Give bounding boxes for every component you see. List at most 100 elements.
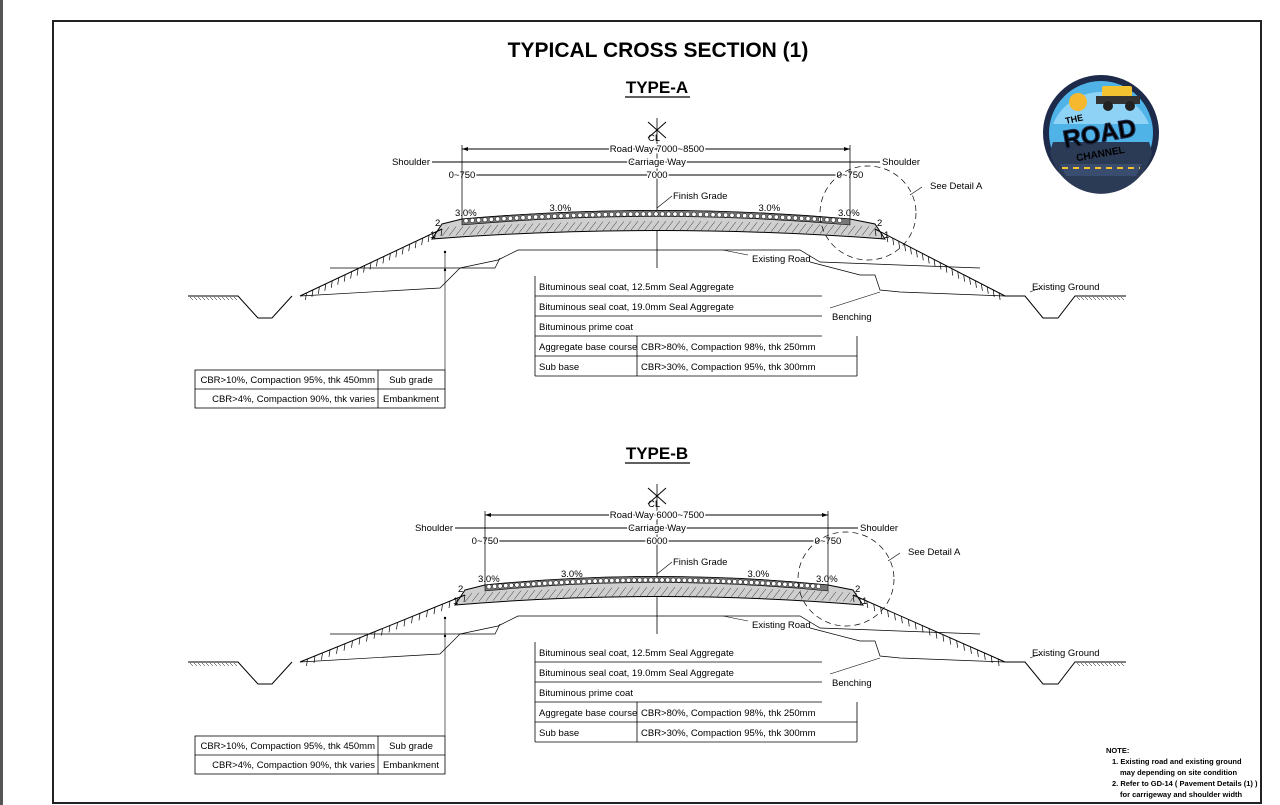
detail-a-circle <box>797 531 895 627</box>
base-hatch <box>520 590 529 600</box>
slope-tick <box>942 634 945 642</box>
base-hatch <box>555 588 564 599</box>
aggregate-stone <box>539 214 545 220</box>
base-hatch <box>763 222 772 232</box>
existing-road-line <box>459 249 981 269</box>
slope-tick <box>927 256 930 264</box>
slope-tick <box>983 652 986 660</box>
existing-road-line <box>459 615 981 635</box>
base-hatch <box>665 220 674 231</box>
aggregate-stone <box>693 577 699 583</box>
aggregate-stone <box>642 577 648 583</box>
existing-ground-leader <box>1029 653 1041 659</box>
base-hatch <box>707 221 716 231</box>
slope-tick <box>421 238 423 246</box>
note-line-3: 2. Refer to GD-14 ( Pavement Details (1)… <box>1112 779 1258 788</box>
base-hatch <box>492 591 501 601</box>
slope-tick <box>321 652 323 660</box>
base-hatch <box>735 221 744 232</box>
roadway-dim-label: Road Way 6000~7500 <box>610 510 704 521</box>
ground-hatch <box>193 662 198 667</box>
benching-right <box>809 261 1006 297</box>
ground-hatch <box>1080 662 1085 667</box>
base-hatch <box>499 591 508 601</box>
base-hatch <box>471 592 480 602</box>
base-hatch <box>609 221 618 231</box>
base-hatch <box>625 587 634 597</box>
aggregate-stone <box>743 579 749 585</box>
aggregate-stone <box>830 217 836 223</box>
slope-tick <box>324 283 327 291</box>
ground-hatch <box>1076 662 1081 667</box>
aggregate-stone <box>811 216 817 222</box>
ground-hatch <box>197 662 202 667</box>
base-hatch <box>679 220 688 231</box>
ground-hatch <box>1096 296 1101 301</box>
pavement-layer-name: Aggregate base course <box>539 342 637 353</box>
aggregate-stone <box>685 211 691 217</box>
pavement-layer-name: Bituminous seal coat, 12.5mm Seal Aggreg… <box>539 648 734 659</box>
slope-tick <box>866 601 869 609</box>
slope-tick <box>901 616 903 624</box>
existing-road-leader <box>722 615 749 622</box>
slope-tick <box>969 277 971 285</box>
aggregate-stone <box>709 578 715 584</box>
aggregate-stone <box>631 577 637 583</box>
slope-tick <box>403 619 406 627</box>
aggregate-stone <box>726 579 732 584</box>
shoulder-label-left: Shoulder <box>415 523 453 534</box>
base-hatch <box>597 587 606 597</box>
base-hatch <box>786 589 795 600</box>
seal-coat-aggregate <box>461 210 851 226</box>
aggregate-stone <box>592 578 598 584</box>
ground-hatch <box>1088 662 1093 667</box>
see-detail-label: See Detail A <box>908 547 961 558</box>
ground-hatch <box>213 662 218 667</box>
slope-tick <box>949 637 952 645</box>
aggregate-stone <box>501 216 507 222</box>
aggregate-stone <box>488 216 494 222</box>
aggregate-stone <box>771 581 777 587</box>
dim-arrow <box>485 513 491 517</box>
aggregate-stone <box>748 580 754 585</box>
base-hatch <box>737 588 746 598</box>
base-hatch <box>576 588 585 598</box>
aggregate-stone <box>626 577 632 583</box>
pavement-layer-name: Bituminous seal coat, 19.0mm Seal Aggreg… <box>539 668 734 679</box>
base-hatch <box>667 586 676 597</box>
batter-v-left: 1 <box>453 596 458 607</box>
aggregate-stone <box>603 578 609 584</box>
slope-tick <box>921 625 924 633</box>
earthwork-spec: CBR>10%, Compaction 95%, thk 450mm <box>200 375 375 386</box>
slope-tick <box>350 271 352 279</box>
slope-tick <box>977 649 979 657</box>
aggregate-stone <box>723 212 729 218</box>
base-hatch <box>784 223 793 233</box>
existing-ground-label: Existing Ground <box>1032 648 1100 659</box>
base-hatch <box>534 589 543 599</box>
aggregate-stone <box>526 214 532 220</box>
aggregate-stone <box>581 579 587 584</box>
slope-tick <box>343 643 346 651</box>
base-hatch <box>546 222 555 232</box>
aggregate-stone <box>678 211 684 217</box>
ground-hatch <box>201 296 206 301</box>
base-hatch <box>688 587 697 597</box>
base-hatch <box>455 226 464 236</box>
aggregate-stone <box>615 211 621 217</box>
base-hatch <box>618 587 627 597</box>
base-hatch <box>658 220 667 231</box>
centerline-label: CL <box>648 499 660 510</box>
slope-tick <box>337 277 340 285</box>
base-hatch <box>693 221 702 231</box>
leader-dot <box>443 616 447 620</box>
carriageway-width-label: 7000 <box>646 170 667 181</box>
base-hatch <box>462 225 471 236</box>
note-line-2: may depending on site condition <box>1120 768 1238 777</box>
slope-tick <box>957 271 960 279</box>
aggregate-stone <box>737 579 743 585</box>
finish-grade-label: Finish Grade <box>673 191 727 202</box>
base-hatch <box>779 589 788 599</box>
base-hatch <box>553 222 562 232</box>
aggregate-stone <box>564 579 570 585</box>
